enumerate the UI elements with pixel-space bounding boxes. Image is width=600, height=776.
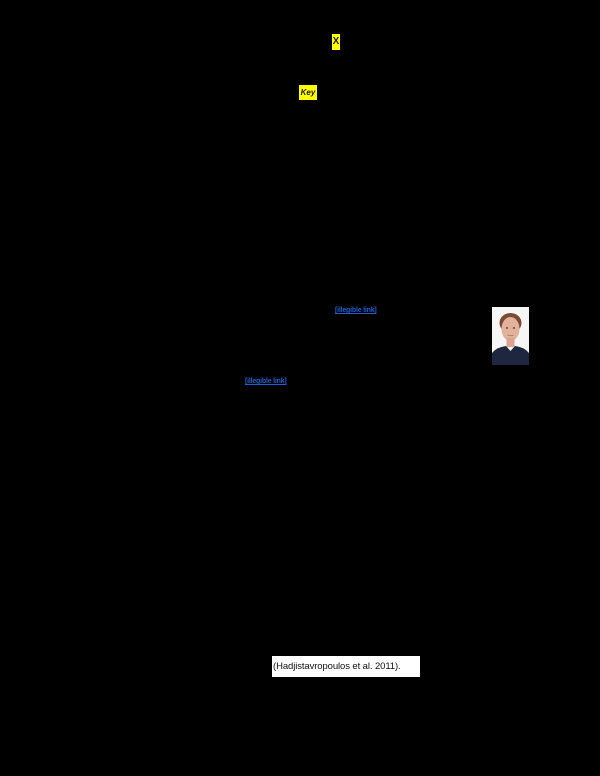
author-photo bbox=[492, 307, 529, 365]
author-profile-url-link[interactable]: [illegible link] bbox=[245, 378, 287, 385]
person-photo-icon bbox=[492, 307, 529, 365]
highlighted-key-label: Key bbox=[299, 85, 317, 100]
citation-text: (Hadjistavropoulos et al. 2011). bbox=[272, 656, 420, 677]
author-email-link[interactable]: [illegible link] bbox=[335, 307, 377, 314]
highlighted-x-mark: X bbox=[332, 34, 340, 50]
